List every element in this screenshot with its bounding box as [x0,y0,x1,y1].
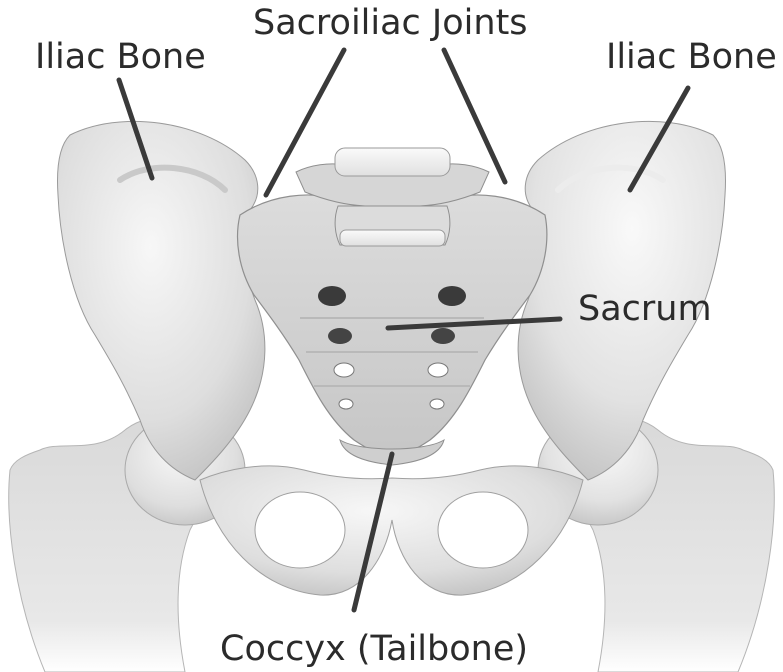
label-iliac-bone-right: Iliac Bone [606,37,777,77]
pubic-arch [200,466,583,595]
label-sacrum: Sacrum [578,289,712,329]
label-coccyx: Coccyx (Tailbone) [220,629,528,669]
left-ilium [58,121,265,480]
label-sacroiliac-joints: Sacroiliac Joints [253,3,528,43]
leader-sacroiliac-right [444,50,505,182]
label-iliac-bone-left: Iliac Bone [35,37,206,77]
